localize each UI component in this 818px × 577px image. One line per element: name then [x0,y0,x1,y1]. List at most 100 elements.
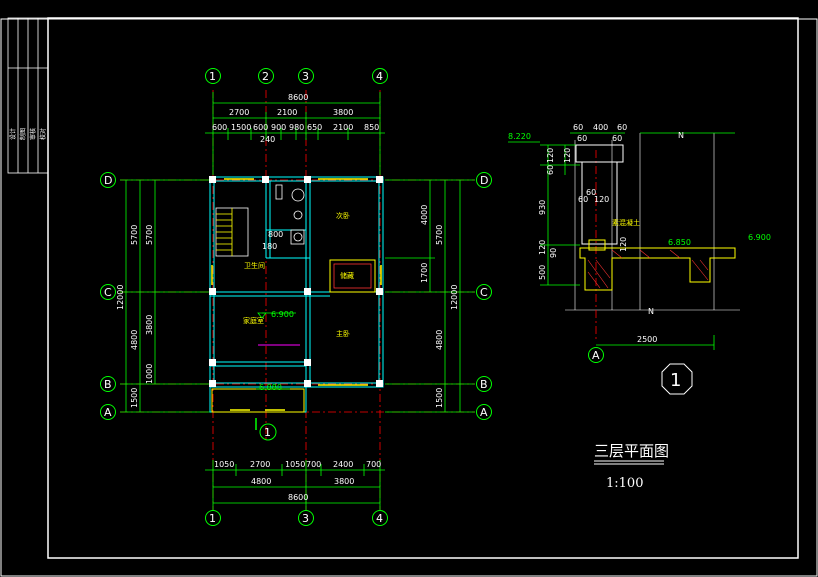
top-detail-dim-8: 850 [364,123,379,132]
toilet-fixtures [275,184,305,245]
top-dimensions [205,92,385,175]
section-slab [579,247,736,291]
section-vdim-4: 930 [538,200,547,215]
sheet-border [0,18,818,577]
section-vdim-2: 60 [546,165,555,175]
section-axis-label: A [592,349,600,362]
top-axis-bubbles: 1 2 3 4 [205,68,388,84]
top-detail-dim-7: 2100 [333,123,353,132]
section-vdim-3: 120 [563,148,572,163]
section-level-mid: 6.850 [668,238,691,247]
section-top-dim-1: 60 [573,123,583,132]
detail-number: 1 [670,370,681,391]
drawing-frame [47,17,799,559]
section-vdim-5: 120 [538,240,547,255]
bottom-mid-dim-2: 3800 [334,477,354,486]
section-level-right: 6.900 [748,233,771,242]
axis-bottom-3: 3 [302,512,309,525]
left-inner-dim-2: 3800 [145,315,154,335]
detail-number-badge [661,363,693,395]
left-dimensions [120,179,210,413]
left-axis-bubbles: D C B A [100,172,116,420]
section-parapet [588,239,606,251]
section-vdim-1: 120 [546,148,555,163]
top-detail-dim-1: 600 [212,123,227,132]
axis-top-3: 3 [302,70,309,83]
axis-bottom-4: 4 [376,512,383,525]
section-dimensions [508,132,735,350]
section-axis-bubble [588,347,604,363]
left-inner-dim-1: 5700 [145,225,154,245]
title-block-item-1: 设计 [9,128,17,140]
section-vdim-7: 500 [538,265,547,280]
title-block-item-3: 审核 [29,128,37,140]
axis-left-B: B [104,378,112,391]
bottom-mid-dim-1: 4800 [251,477,271,486]
axis-left-A: A [104,406,112,419]
right-total-dim: 12000 [450,285,459,310]
level-balcony-text: 6.880 [259,383,282,392]
top-detail-dim-3: 600 [253,123,268,132]
right-inner-dim-2: 1700 [420,263,429,283]
closet-box [329,259,376,293]
bottom-detail-dim-5: 2400 [333,460,353,469]
right-inner-dim-1: 4000 [420,205,429,225]
section-cap [575,144,624,163]
right-mid-dim-1: 5700 [435,225,444,245]
top-mid-dim-3: 3800 [333,108,353,117]
top-detail-dim-5: 980 [289,123,304,132]
section-hatch [587,249,709,289]
level-balcony: 6.880 [256,383,290,392]
floor-plan: 8600 2700 2100 3800 600 1500 600 900 980… [100,68,492,526]
section-vdim-6: 90 [549,248,558,258]
section-detail: 8.220 6.850 6.900 素混凝土 60 400 60 60 60 1… [508,123,771,395]
axis-top-1: 1 [209,70,216,83]
section-n-bottom: N [648,307,654,316]
axis-left-D: D [104,174,112,187]
right-mid-dim-2: 4800 [435,330,444,350]
section-small-3: 120 [594,195,609,204]
drawing-title: 三层平面图 [594,442,669,460]
section-top-dim-4: 60 [577,134,587,143]
bottom-detail-dim-4: 700 [306,460,321,469]
room-bedroom: 次卧 [336,211,350,220]
top-small-dim: 240 [260,135,275,144]
stair [215,207,249,257]
columns [209,176,383,387]
right-mid-dim-3: 1500 [435,388,444,408]
drawing-scale: 1:100 [606,476,643,491]
left-mid-dim-3: 1500 [130,388,139,408]
axis-top-2: 2 [262,70,269,83]
bottom-detail-dim-6: 700 [366,460,381,469]
axis-top-4: 4 [376,70,383,83]
top-detail-dim-4: 900 [271,123,286,132]
right-axis-bubbles: D C B A [476,172,492,420]
section-width-dim: 2500 [637,335,657,344]
section-top-dim-3: 60 [617,123,627,132]
top-mid-dim-1: 2700 [229,108,249,117]
section-top-dim-5: 60 [612,134,622,143]
room-closet: 储藏 [340,271,354,280]
section-column [581,161,618,245]
top-mid-dim-2: 2100 [277,108,297,117]
detail-callout-num: 1 [264,426,271,439]
level-main-text: 6.900 [271,310,294,319]
bottom-total-dim: 8600 [288,493,308,502]
inner-dim-1: 800 [268,230,283,239]
axis-right-D: D [480,174,488,187]
windows [211,178,382,411]
inner-dim-2: 180 [262,242,277,251]
axis-right-C: C [480,286,488,299]
bottom-detail-dim-3: 1050 [285,460,305,469]
top-detail-dim-6: 650 [307,123,322,132]
title-block-item-2: 制图 [19,128,27,140]
section-guides [565,133,740,311]
section-small-2: 60 [578,195,588,204]
axis-left-C: C [104,286,112,299]
bottom-dimensions [205,460,385,510]
walls [209,176,384,413]
title-block-item-4: 校对 [39,128,47,140]
left-mid-dim-1: 5700 [130,225,139,245]
closet-inner [333,263,372,289]
